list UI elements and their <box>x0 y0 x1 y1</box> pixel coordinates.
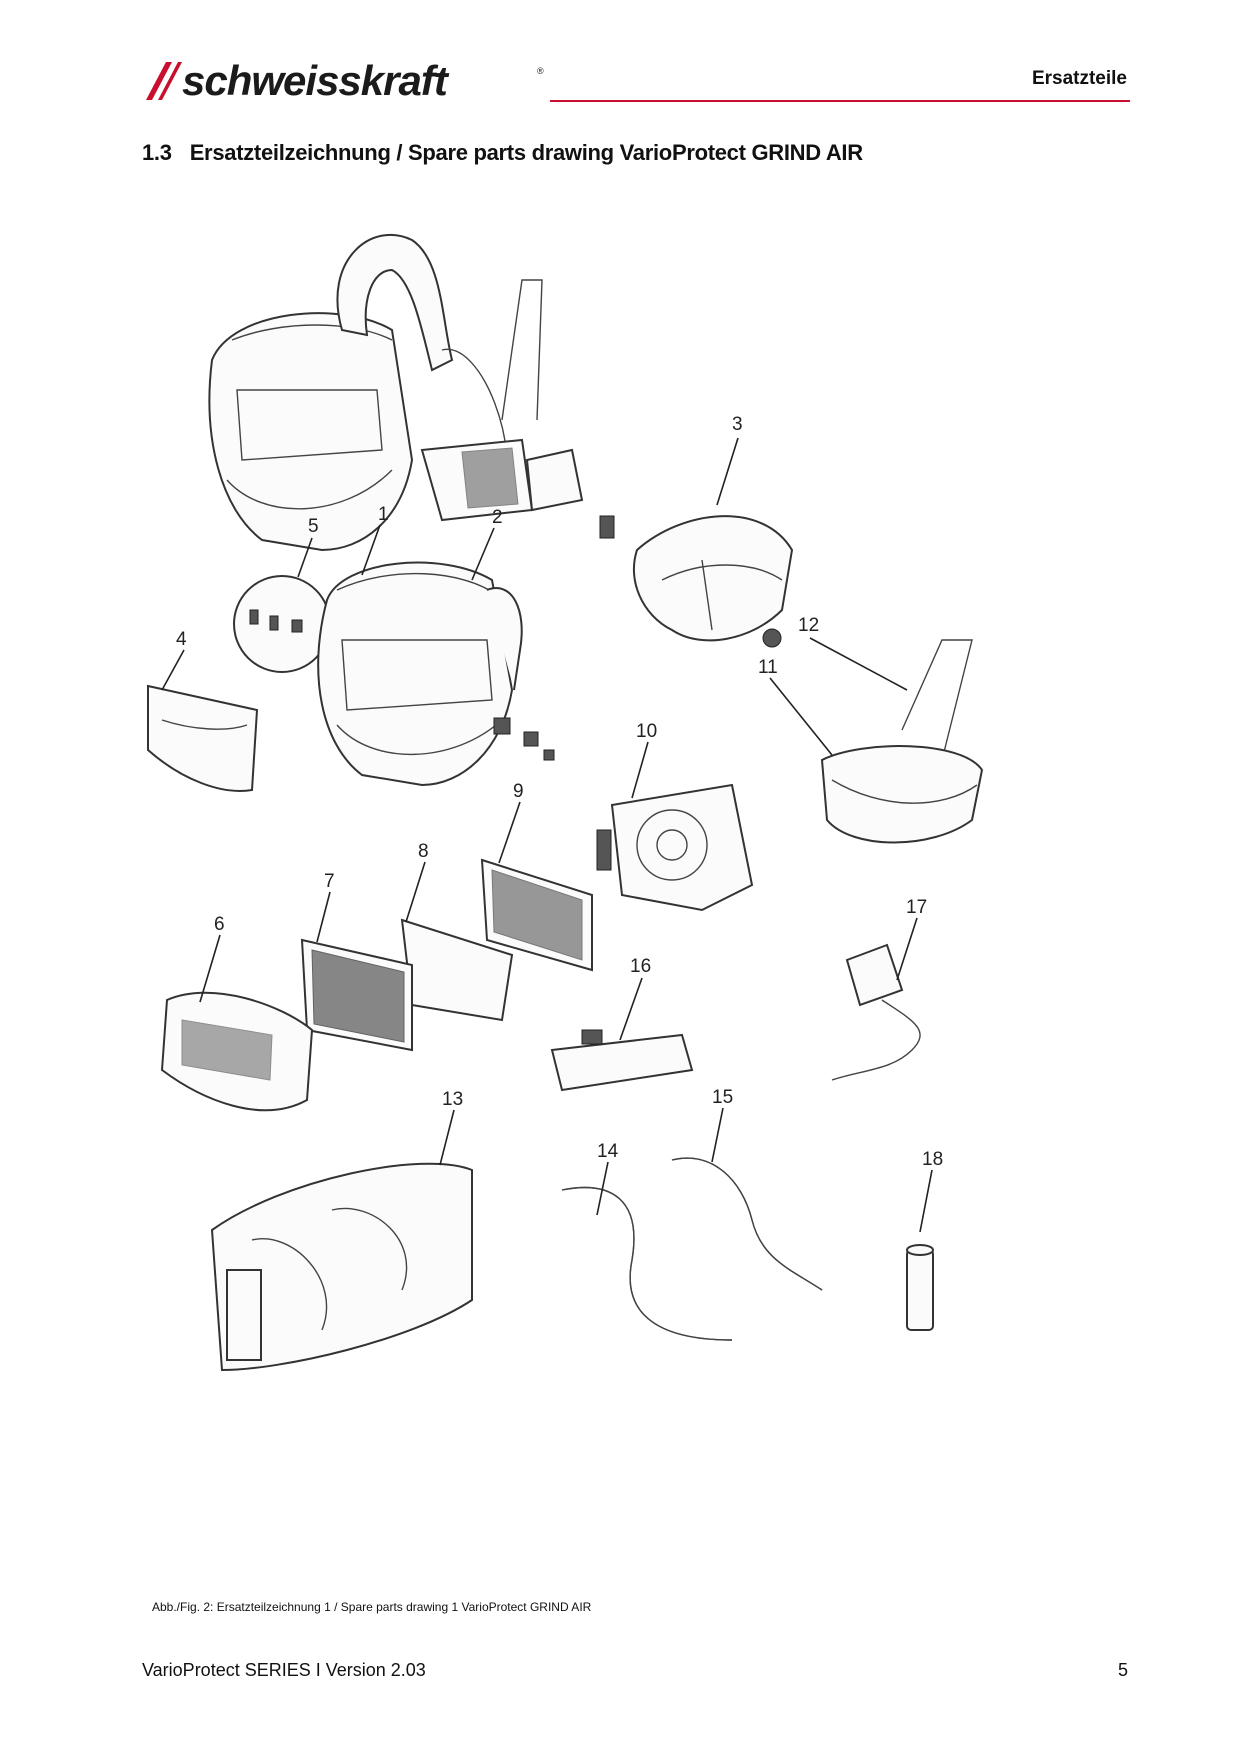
label-part-8: 8 <box>418 841 429 862</box>
label-part-9: 9 <box>513 781 524 802</box>
part-16-battery-drawing <box>550 1029 694 1092</box>
page-header: schweisskraft ® Ersatzteile <box>0 0 1240 110</box>
label-part-2: 2 <box>492 507 503 528</box>
part-14-spiral-hose-drawing <box>561 1186 733 1341</box>
assembled-helmet-drawing <box>208 234 584 552</box>
label-part-16: 16 <box>630 956 651 977</box>
section-number: 1.3 <box>142 140 172 165</box>
label-part-15: 15 <box>712 1087 733 1108</box>
part-10-blower-housing-drawing <box>596 783 754 912</box>
footer-version: VarioProtect SERIES I Version 2.03 <box>142 1660 426 1680</box>
registered-mark: ® <box>537 66 544 76</box>
part-15-hose-with-cover-drawing <box>671 1157 823 1291</box>
part-number-labels: 1 2 3 4 5 6 7 8 9 10 11 12 13 14 15 16 1… <box>176 414 943 1170</box>
brand-logo: schweisskraft ® <box>142 56 552 106</box>
section-title: 1.3 Ersatzteilzeichnung / Spare parts dra… <box>142 140 863 166</box>
header-rule <box>550 100 1130 102</box>
label-part-7: 7 <box>324 871 335 892</box>
section-title-text: Ersatzteilzeichnung / Spare parts drawin… <box>189 140 863 165</box>
part-6-filter-cover-drawing <box>160 991 314 1112</box>
label-part-17: 17 <box>906 897 927 918</box>
logo-mark-icon <box>146 62 182 100</box>
leader-lines <box>161 437 933 1233</box>
brand-name: schweisskraft <box>182 57 448 104</box>
label-part-5: 5 <box>308 516 319 537</box>
part-17-charger-drawing <box>831 943 921 1081</box>
part-4-visor-drawing <box>147 684 259 792</box>
helmet-clips-drawing <box>493 515 615 761</box>
part-18-cylinder-drawing <box>906 1244 934 1331</box>
label-part-18: 18 <box>922 1149 943 1170</box>
spare-parts-drawing: 1 2 3 4 5 6 7 8 9 10 11 12 13 14 15 16 1… <box>142 220 1092 1600</box>
part-13-carry-bag-drawing <box>210 1162 473 1372</box>
exploded-view-svg: 1 2 3 4 5 6 7 8 9 10 11 12 13 14 15 16 1… <box>147 234 984 1372</box>
label-part-12: 12 <box>798 615 819 636</box>
label-part-11: 11 <box>758 657 778 678</box>
label-part-6: 6 <box>214 914 225 935</box>
label-part-3: 3 <box>732 414 743 435</box>
page-number: 5 <box>1117 1660 1128 1680</box>
part-11-12-belt-drawing <box>820 639 984 844</box>
part-5-screw-kit-drawing <box>233 575 331 673</box>
part-3-head-harness-drawing <box>632 515 794 648</box>
label-part-14: 14 <box>597 1141 619 1162</box>
part-1-2-helmet-shell-drawing <box>317 561 523 787</box>
part-7-spark-arrestor-drawing <box>300 938 413 1052</box>
part-9-particle-filter-drawing <box>480 858 593 972</box>
label-part-10: 10 <box>636 721 657 742</box>
label-part-13: 13 <box>442 1089 463 1110</box>
label-part-1: 1 <box>378 504 389 525</box>
section-label: Ersatzteile <box>1031 68 1127 89</box>
figure-caption: Abb./Fig. 2: Ersatzteilzeichnung 1 / Spa… <box>152 1600 592 1614</box>
label-part-4: 4 <box>176 629 187 650</box>
